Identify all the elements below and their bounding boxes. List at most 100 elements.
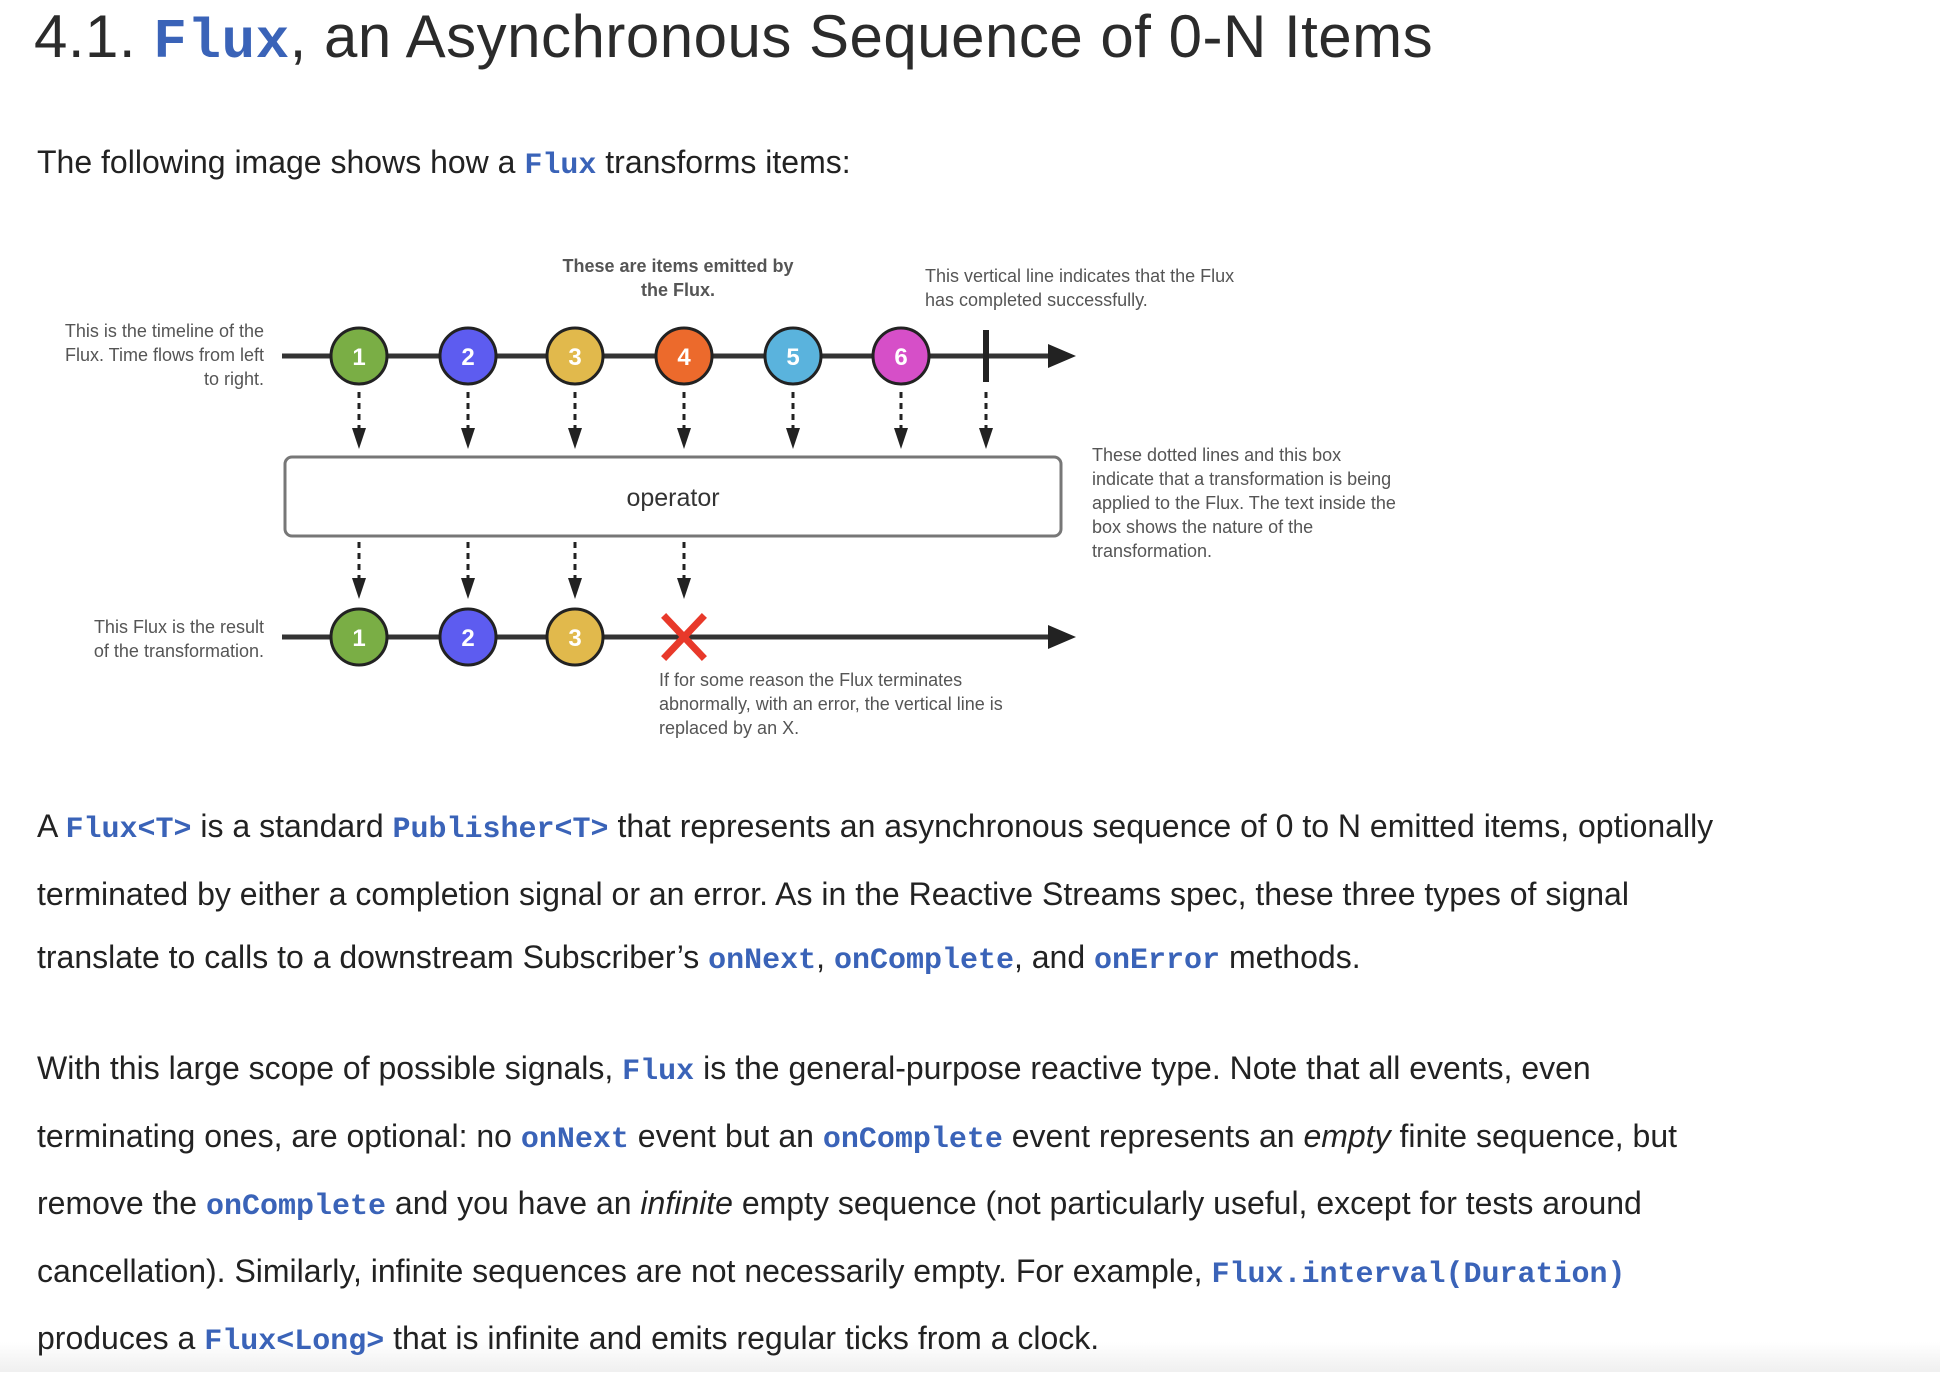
operator-annotation-line: transformation.: [1092, 541, 1212, 561]
arrow-down-icon: [461, 578, 475, 599]
paragraph-line: cancellation). Similarly, infinite seque…: [37, 1240, 1677, 1308]
inline-code: Flux<Long>: [204, 1325, 385, 1359]
paragraph-line: remove the onComplete and you have an in…: [37, 1172, 1677, 1240]
emphasis-text: empty: [1303, 1117, 1391, 1154]
error-annotation-line: replaced by an X.: [659, 718, 799, 738]
paragraph-line: With this large scope of possible signal…: [37, 1037, 1677, 1105]
arrow-down-icon: [352, 578, 366, 599]
text: remove the: [37, 1185, 206, 1221]
marble-item: 1: [329, 326, 389, 386]
inline-code: Flux.interval(Duration): [1211, 1257, 1626, 1292]
operator-annotation-line: applied to the Flux. The text inside the: [1092, 493, 1396, 513]
complete-annotation-line: This vertical line indicates that the Fl…: [925, 266, 1234, 286]
text: finite sequence, but: [1390, 1117, 1678, 1154]
intro-text: The following image shows how a: [37, 144, 525, 180]
arrow-down-icon: [677, 428, 691, 449]
marble-item: 1: [329, 607, 389, 667]
inline-code: Flux: [622, 1055, 695, 1089]
error-annotation-line: If for some reason the Flux terminates: [659, 670, 962, 690]
marble-item: 6: [871, 326, 931, 386]
arrow-down-icon: [568, 578, 582, 599]
text: With this large scope of possible signal…: [37, 1050, 623, 1086]
arrow-down-icon: [352, 428, 366, 449]
text: is the general-purpose reactive type. No…: [694, 1050, 1591, 1086]
paragraph-line: terminated by either a completion signal…: [37, 863, 1713, 927]
arrow-down-icon: [568, 428, 582, 449]
text: methods.: [1220, 939, 1361, 975]
arrow-down-icon: [461, 428, 475, 449]
intro-text-end: transforms items:: [596, 144, 851, 180]
inline-code: Publisher<T>: [392, 813, 609, 847]
paragraph-line: produces a Flux<Long> that is infinite a…: [37, 1307, 1677, 1375]
text: event represents an: [1002, 1117, 1304, 1154]
inline-code: onComplete: [833, 944, 1014, 978]
timeline-annotation-line: This is the timeline of the: [65, 321, 264, 341]
paragraph-line: terminating ones, are optional: no onNex…: [37, 1105, 1677, 1173]
bottom-fade: [0, 1342, 1940, 1372]
marble-label: 5: [786, 344, 799, 371]
top-annotation-line: These are items emitted by: [562, 256, 793, 276]
marble-item: 3: [545, 607, 605, 667]
marble-label: 3: [568, 344, 581, 371]
marble-label: 2: [461, 625, 474, 652]
operator-label: operator: [626, 484, 719, 512]
text: A: [37, 808, 66, 844]
intro-paragraph: The following image shows how a Flux tra…: [37, 144, 851, 183]
text: translate to calls to a downstream Subsc…: [37, 939, 709, 975]
source-timeline-arrowhead: [1048, 344, 1076, 368]
result-annotation-line: of the transformation.: [94, 641, 264, 661]
inline-code: Flux<T>: [65, 813, 192, 847]
marble-item: 5: [763, 326, 823, 386]
text: produces a: [37, 1320, 205, 1356]
emphasis-text: infinite: [640, 1185, 733, 1221]
text: cancellation). Similarly, infinite seque…: [37, 1252, 1212, 1289]
arrow-down-icon: [979, 428, 993, 449]
text: terminating ones, are optional: no: [37, 1117, 521, 1154]
paragraph-line: translate to calls to a downstream Subsc…: [37, 926, 1713, 994]
timeline-annotation-line: to right.: [204, 369, 264, 389]
text: that is infinite and emits regular ticks…: [384, 1320, 1100, 1356]
inline-code: onComplete: [205, 1190, 386, 1224]
text: is a standard: [191, 808, 393, 844]
inline-code: onComplete: [822, 1122, 1003, 1157]
marble-label: 3: [568, 625, 581, 652]
section-number: 4.1.: [34, 3, 137, 70]
inline-code: onNext: [520, 1122, 629, 1157]
paragraph-signals: With this large scope of possible signal…: [37, 1037, 1677, 1375]
arrow-down-icon: [786, 428, 800, 449]
text: empty sequence (not particularly useful,…: [732, 1185, 1642, 1221]
text: and you have an: [386, 1185, 641, 1221]
arrow-down-icon: [894, 428, 908, 449]
marble-label: 4: [677, 344, 691, 371]
result-timeline-arrowhead: [1048, 625, 1076, 649]
operator-annotation-line: These dotted lines and this box: [1092, 445, 1341, 465]
title-code-flux: Flux: [153, 10, 290, 74]
marble-label: 6: [894, 344, 907, 371]
title-text: , an Asynchronous Sequence of 0-N Items: [289, 3, 1434, 70]
marble-label: 2: [461, 344, 474, 371]
error-x-icon: [661, 613, 707, 661]
result-annotation-line: This Flux is the result: [94, 617, 264, 637]
operator-annotation-line: indicate that a transformation is being: [1092, 469, 1391, 489]
marble-item: 4: [654, 326, 714, 386]
error-annotation-line: abnormally, with an error, the vertical …: [659, 694, 1003, 714]
arrow-down-icon: [677, 578, 691, 599]
text: that represents an asynchronous sequence…: [608, 808, 1714, 844]
paragraph-line: A Flux<T> is a standard Publisher<T> tha…: [37, 795, 1713, 863]
intro-code-flux: Flux: [524, 149, 597, 183]
operator-box: [283, 455, 1063, 538]
paragraph-flux-definition: A Flux<T> is a standard Publisher<T> tha…: [37, 795, 1713, 994]
text: terminated by either a completion signal…: [37, 875, 1629, 912]
section-title: 4.1. Flux, an Asynchronous Sequence of 0…: [34, 2, 1433, 74]
text: , and: [1013, 939, 1095, 975]
marble-label: 1: [352, 344, 365, 371]
inline-code: onNext: [708, 944, 817, 978]
marble-item: 2: [438, 607, 498, 667]
operator-annotation-line: box shows the nature of the: [1092, 517, 1313, 537]
text: event but an: [628, 1117, 823, 1154]
marble-item: 3: [545, 326, 605, 386]
timeline-annotation-line: Flux. Time flows from left: [65, 345, 264, 365]
complete-annotation-line: has completed successfully.: [925, 290, 1148, 310]
marble-label: 1: [352, 625, 365, 652]
